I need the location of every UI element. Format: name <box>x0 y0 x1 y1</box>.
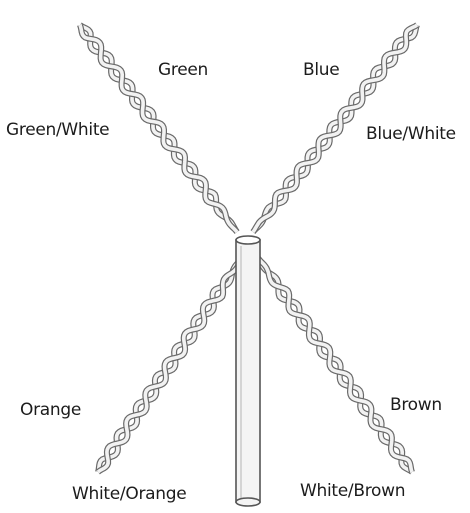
pair-orange <box>98 258 242 472</box>
cable-jacket <box>236 236 260 506</box>
label-white-brown: White/Brown <box>300 481 405 501</box>
label-orange: Orange <box>20 400 81 420</box>
label-green: Green <box>158 60 208 80</box>
label-white-orange: White/Orange <box>72 484 186 504</box>
pair-orange-wire-2-outline <box>98 258 242 472</box>
label-green-white: Green/White <box>6 120 109 140</box>
label-blue: Blue <box>303 60 339 80</box>
pair-brown <box>258 258 412 472</box>
label-brown: Brown <box>390 395 442 415</box>
label-blue-white: Blue/White <box>366 124 456 144</box>
pair-brown-wire-2-outline <box>258 258 412 472</box>
